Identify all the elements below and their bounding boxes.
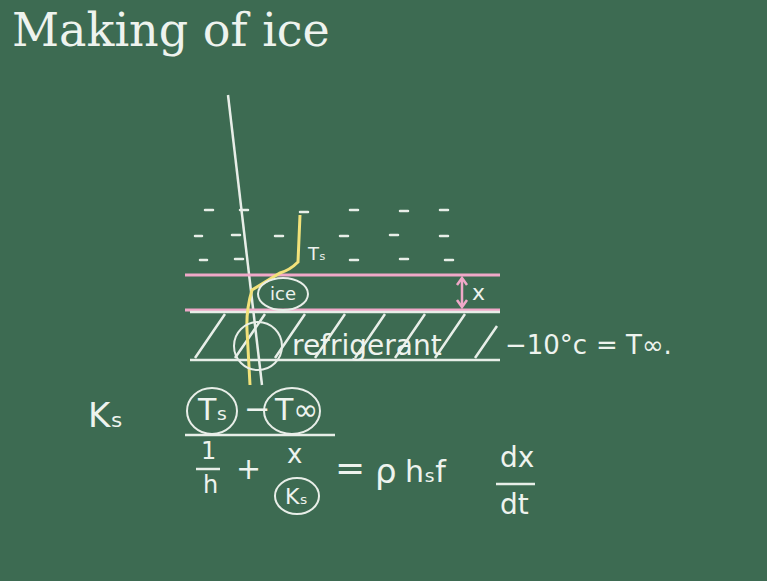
chalk-label: Kₛ	[88, 396, 123, 435]
chalk-label: hₛf	[405, 455, 446, 490]
chalk-label: x	[472, 280, 485, 305]
chalk-label: =	[335, 447, 365, 488]
chalk-label: h	[203, 472, 218, 500]
chalk-label: ρ	[375, 452, 397, 491]
chalk-label: Kₛ	[285, 484, 308, 509]
chalk-label: ice	[270, 284, 296, 305]
chalk-label: refrigerant	[292, 330, 442, 362]
chalk-label: = T∞.	[596, 331, 672, 361]
chalk-label: T∞	[275, 393, 318, 428]
thickness-arrow	[457, 278, 467, 307]
interface-lines	[185, 275, 500, 310]
chalk-label: x	[287, 440, 302, 470]
chalk-label: +	[236, 452, 261, 487]
chalk-label: 1	[201, 438, 216, 466]
board-title: Making of ice	[12, 4, 330, 57]
chalk-label: dt	[500, 489, 529, 521]
chalk-label: Tₛ	[308, 244, 326, 265]
chalk-label: −	[244, 391, 271, 428]
chalk-label: dx	[500, 442, 534, 474]
chalk-circles	[187, 278, 320, 514]
chalk-label: −10°c	[505, 331, 587, 361]
chalk-label: Tₛ	[198, 393, 228, 428]
